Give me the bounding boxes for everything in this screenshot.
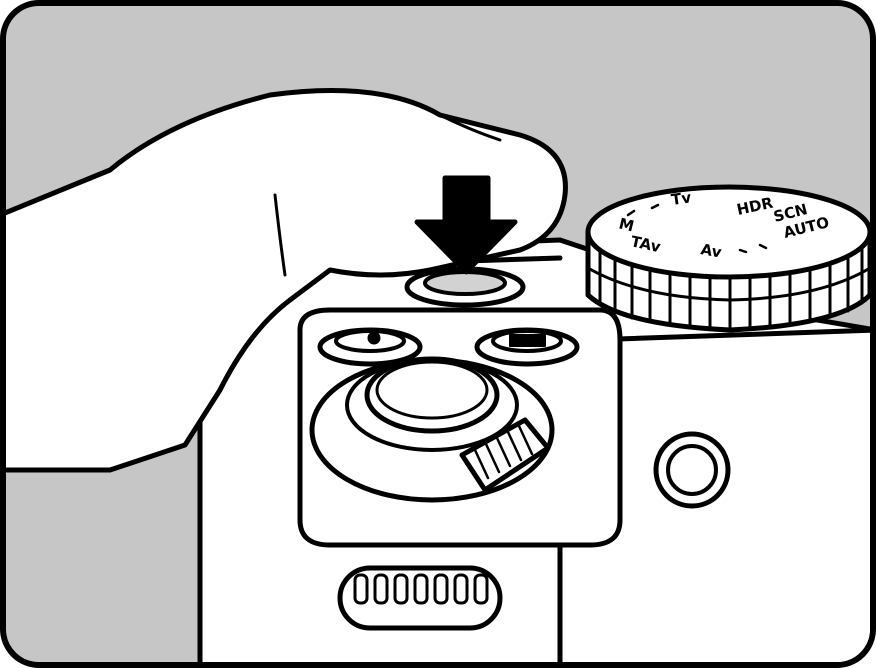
right-round-button[interactable] (653, 431, 731, 509)
finger-crease (273, 193, 287, 277)
ok-button[interactable] (364, 356, 500, 434)
mode-dial-top (585, 184, 870, 280)
press-down-arrow-icon (414, 175, 518, 275)
mode-label-av: Av (699, 240, 723, 261)
ok-button-face (375, 360, 489, 420)
exposure-compensation-button[interactable] (474, 327, 580, 367)
record-dot-icon (367, 331, 381, 345)
mode-dial-knurl-band (586, 266, 870, 302)
mode-label-tv: Tv (670, 188, 693, 209)
mode-label-tav: TAv (629, 232, 662, 256)
mode-label-m: M (617, 214, 636, 235)
e-dial-ridges (353, 573, 489, 605)
record-button[interactable] (317, 327, 423, 367)
mode-dial[interactable]: AUTO SCN HDR Av Tv TAv M (585, 184, 870, 333)
controller-lever[interactable] (459, 417, 551, 493)
rear-e-dial[interactable] (337, 565, 503, 631)
mode-dial-dots (626, 203, 768, 254)
mode-dial-labels: AUTO SCN HDR Av Tv TAv M (617, 188, 831, 261)
shutter-button-cap (423, 270, 507, 296)
lever-ridges (473, 424, 534, 480)
finger-nail-edge (438, 113, 502, 142)
shutter-button[interactable] (404, 266, 526, 308)
round-button-inner (666, 444, 718, 496)
pressing-finger (6, 88, 568, 473)
exposure-compensation-icon (509, 334, 546, 347)
